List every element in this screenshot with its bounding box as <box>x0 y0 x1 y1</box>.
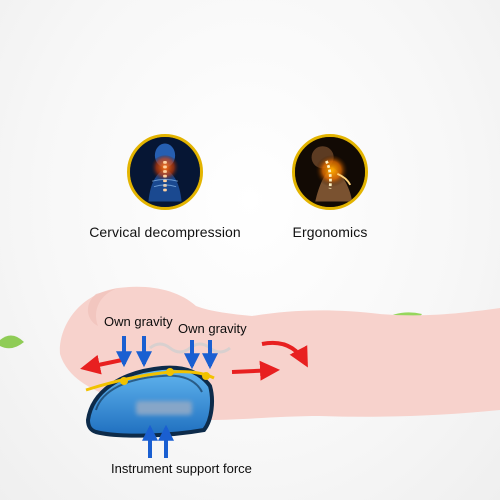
red-arrow-right <box>231 360 280 381</box>
neck-curve-icon <box>292 134 368 210</box>
feature-ergonomics: Ergonomics <box>270 134 390 240</box>
gravity-label-1: Own gravity <box>104 314 173 329</box>
feature-label: Ergonomics <box>292 224 368 240</box>
cervical-spine-icon <box>127 134 203 210</box>
gravity-label-2: Own gravity <box>178 321 247 336</box>
feature-label: Cervical decompression <box>89 224 241 240</box>
feature-cervical-decompression: Cervical decompression <box>89 134 241 240</box>
red-arrow-curved <box>261 341 308 368</box>
leaf-left <box>0 335 24 349</box>
support-force-label: Instrument support force <box>111 461 252 476</box>
pillow-brand-blur <box>136 401 192 415</box>
pillow-force-diagram: Own gravity Own gravity Instrument suppo… <box>0 260 500 500</box>
red-arrow-left <box>80 354 123 375</box>
